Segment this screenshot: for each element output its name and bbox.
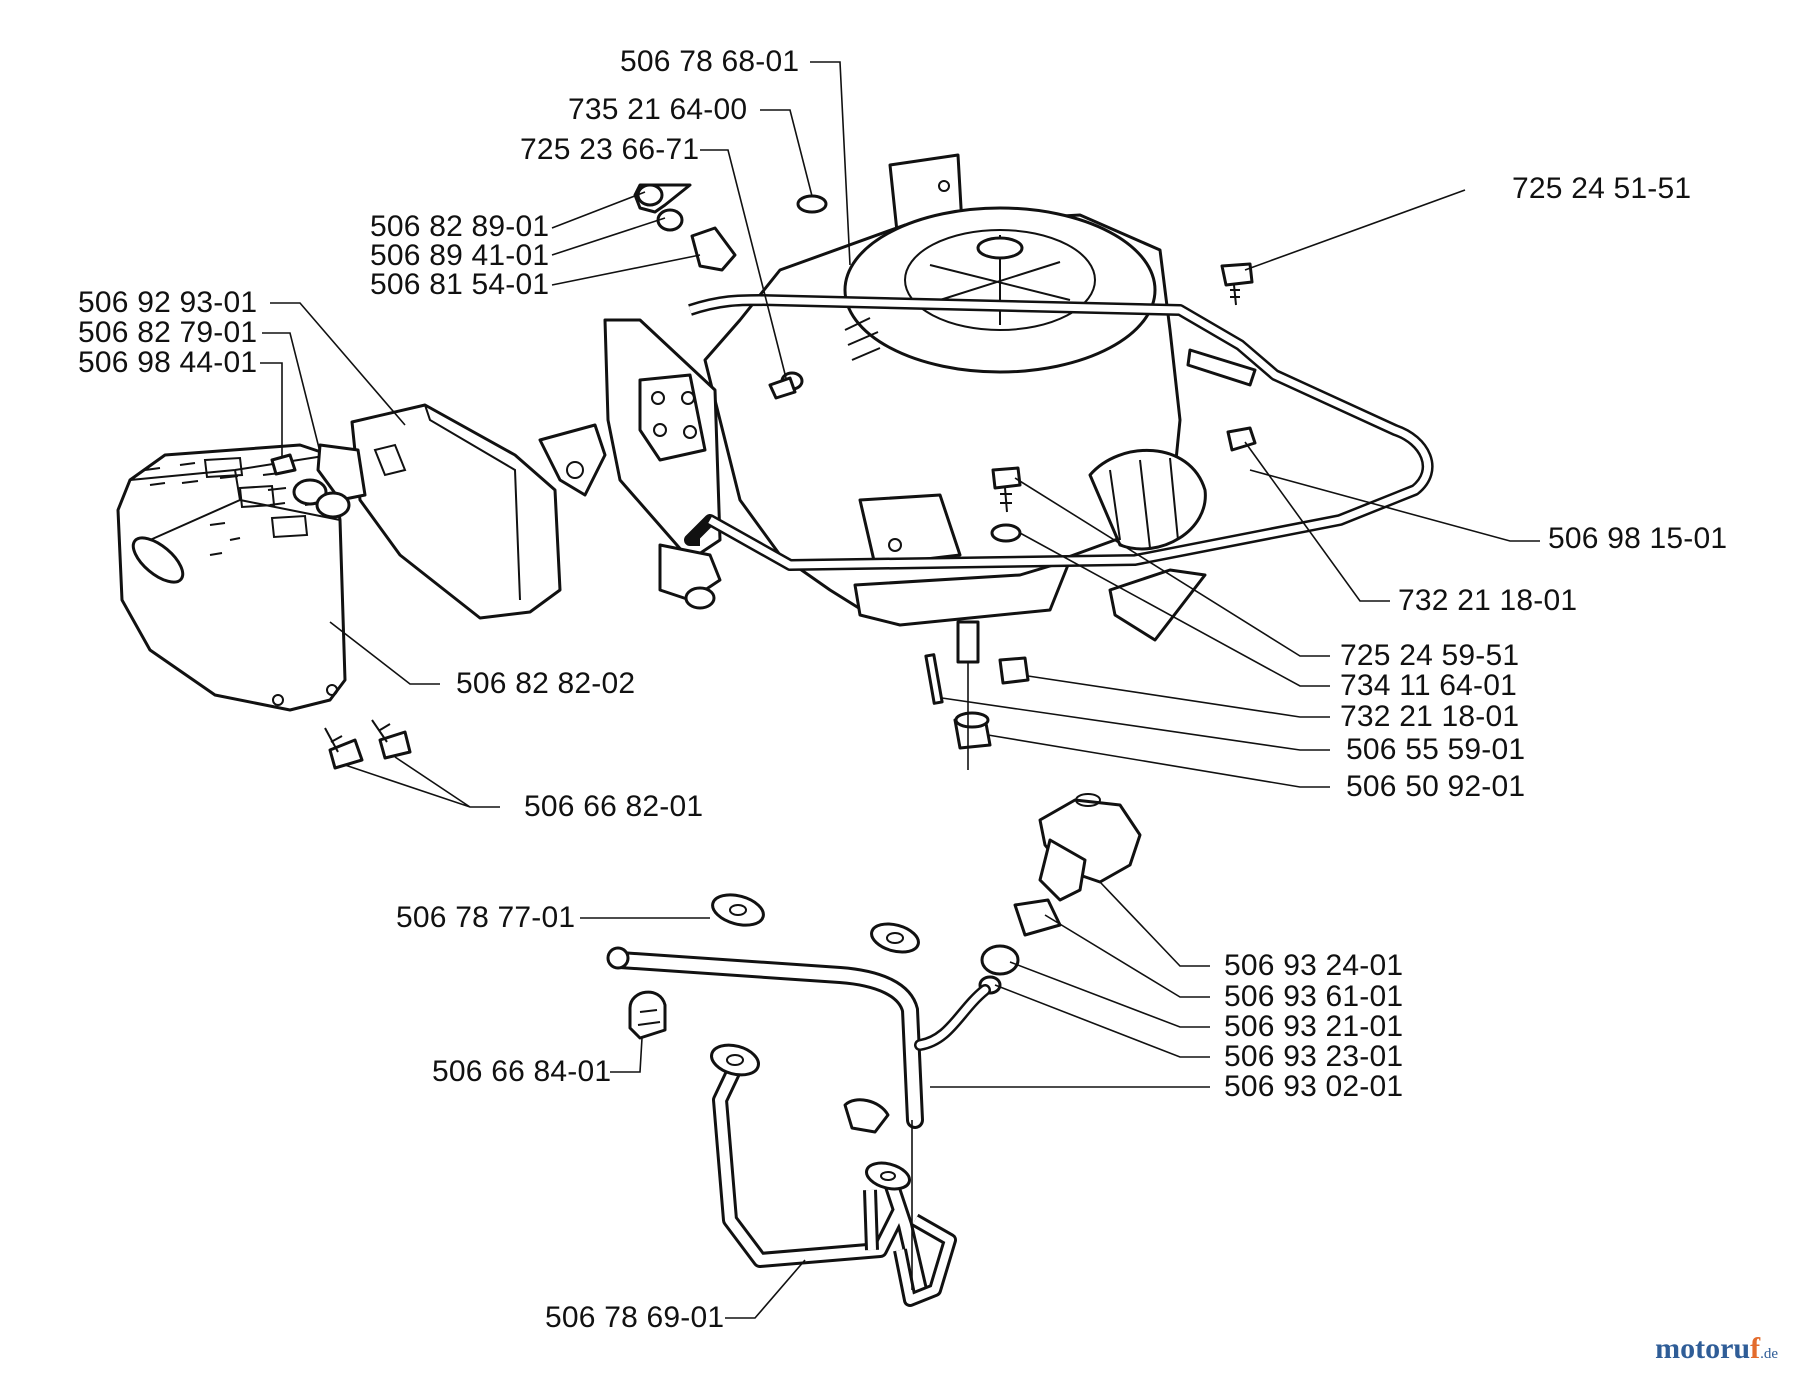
part-label-732211801-a: 732 21 18-01 bbox=[1398, 584, 1578, 617]
fuel-lines bbox=[606, 946, 991, 1307]
part-label-506984401: 506 98 44-01 bbox=[78, 346, 258, 379]
part-label-725236671: 725 23 66-71 bbox=[520, 133, 700, 166]
fuel-gaskets-and-clamps bbox=[628, 893, 920, 1191]
watermark-logo: motoruf.de bbox=[1655, 1332, 1778, 1365]
part-label-732211801-b: 732 21 18-01 bbox=[1340, 700, 1520, 733]
part-label-506786801: 506 78 68-01 bbox=[620, 45, 800, 78]
part-label-725245951: 725 24 59-51 bbox=[1340, 639, 1520, 672]
part-label-506555901: 506 55 59-01 bbox=[1346, 733, 1526, 766]
part-label-506981501: 506 98 15-01 bbox=[1548, 522, 1728, 555]
part-label-506815401: 506 81 54-01 bbox=[370, 268, 550, 301]
shield-bolts bbox=[324, 719, 412, 770]
top-hardware bbox=[633, 183, 1257, 543]
part-label-506668401: 506 66 84-01 bbox=[432, 1055, 612, 1088]
part-label-506932301: 506 93 23-01 bbox=[1224, 1040, 1404, 1073]
fuel-cap-icon bbox=[978, 793, 1142, 995]
part-label-506787701: 506 78 77-01 bbox=[396, 901, 576, 934]
leader-lines bbox=[260, 61, 1540, 1319]
part-label-506894101: 506 89 41-01 bbox=[370, 239, 550, 272]
part-label-506786901: 506 78 69-01 bbox=[545, 1301, 725, 1334]
part-label-506828202: 506 82 82-02 bbox=[456, 667, 636, 700]
part-label-506932101: 506 93 21-01 bbox=[1224, 1010, 1404, 1043]
muffler-icon bbox=[116, 403, 562, 712]
part-label-506827901: 506 82 79-01 bbox=[78, 316, 258, 349]
engine-icon bbox=[538, 153, 1434, 664]
part-label-734116401: 734 11 64-01 bbox=[1340, 669, 1517, 702]
part-label-506668201: 506 66 82-01 bbox=[524, 790, 704, 823]
part-label-506828901: 506 82 89-01 bbox=[370, 210, 550, 243]
part-label-506932401: 506 93 24-01 bbox=[1224, 949, 1404, 982]
part-label-506929301: 506 92 93-01 bbox=[78, 286, 258, 319]
part-label-506936101: 506 93 61-01 bbox=[1224, 980, 1404, 1013]
part-label-725245151: 725 24 51-51 bbox=[1512, 172, 1692, 205]
part-label-735216400: 735 21 64-00 bbox=[568, 93, 748, 126]
part-label-506930201: 506 93 02-01 bbox=[1224, 1070, 1404, 1103]
lower-hardware bbox=[924, 653, 1030, 750]
part-label-506509201: 506 50 92-01 bbox=[1346, 770, 1526, 803]
